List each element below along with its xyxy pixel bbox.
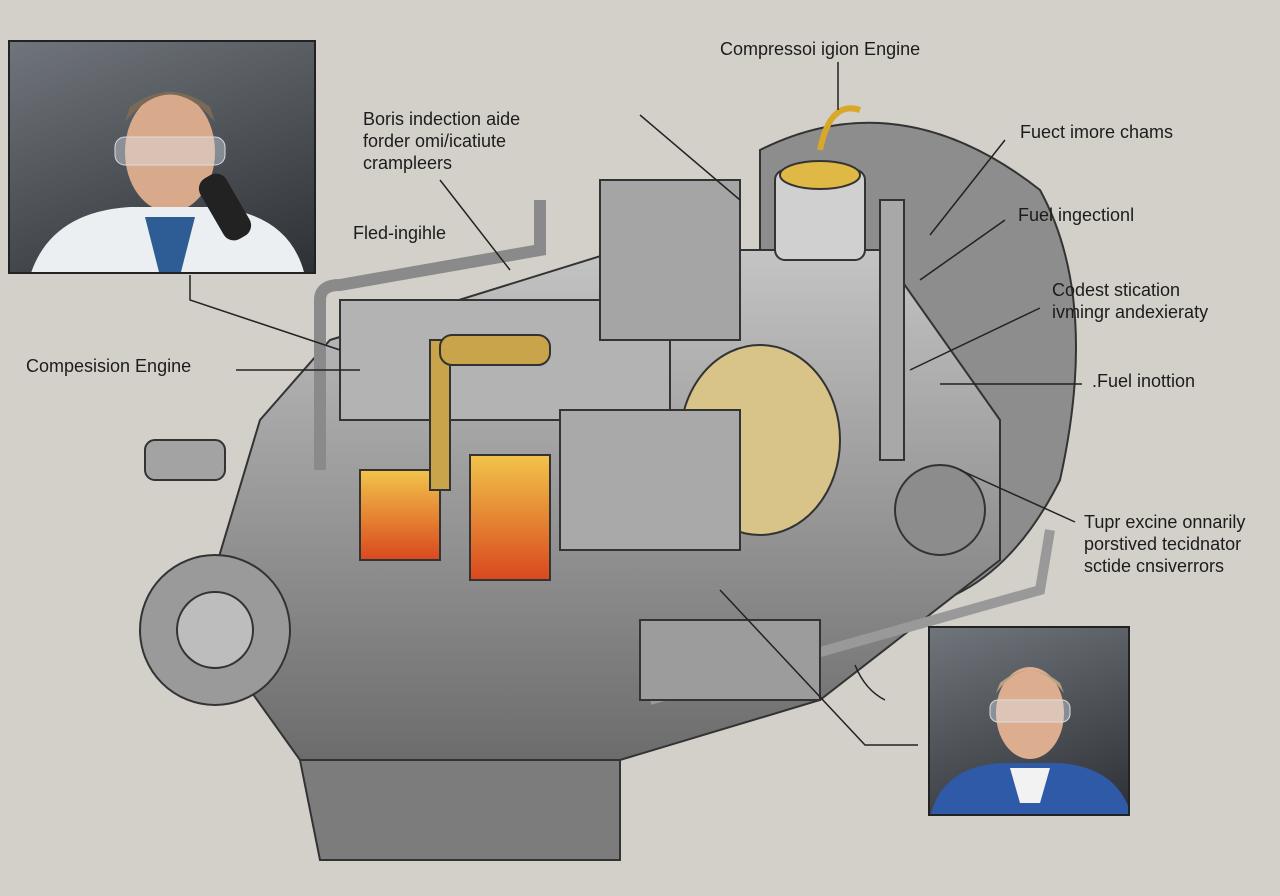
diagram-title: Compressoi igion Engine [720, 39, 921, 59]
label-fuel-injection: Fuel ingectionl [1018, 205, 1135, 225]
label-line: Tupr excine onnarily [1084, 512, 1246, 532]
label-tupr: Tupr excine onnarily porstived tecidnato… [1084, 511, 1245, 577]
label-line: porstived tecidnator [1084, 534, 1242, 554]
label-fuect: Fuect imore chams [1020, 122, 1174, 142]
label-codest: Codest stication ivmingr andexieraty [1052, 279, 1208, 323]
label-line: sctide cnsiverrors [1084, 556, 1225, 576]
label-line: Boris indection aide [363, 109, 521, 129]
engine-body [139, 105, 1077, 861]
label-line: forder omi/icatiute [363, 131, 507, 151]
scientist-photo-bottom [928, 626, 1130, 816]
label-line: Codest stication [1052, 280, 1181, 300]
label-compesion: Compesision Engine [26, 356, 192, 376]
label-fled: Fled-ingihle [353, 223, 447, 243]
label-line: crampleers [363, 153, 453, 173]
scientist-photo-top [8, 40, 316, 274]
label-line: ivmingr andexieraty [1052, 302, 1209, 322]
label-boris: Boris indection aide forder omi/icatiute… [363, 108, 520, 174]
label-fuel-inottion: .Fuel inottion [1092, 371, 1196, 391]
leader-lines [189, 62, 1082, 746]
person-image [931, 667, 1128, 814]
person-image [31, 92, 304, 272]
